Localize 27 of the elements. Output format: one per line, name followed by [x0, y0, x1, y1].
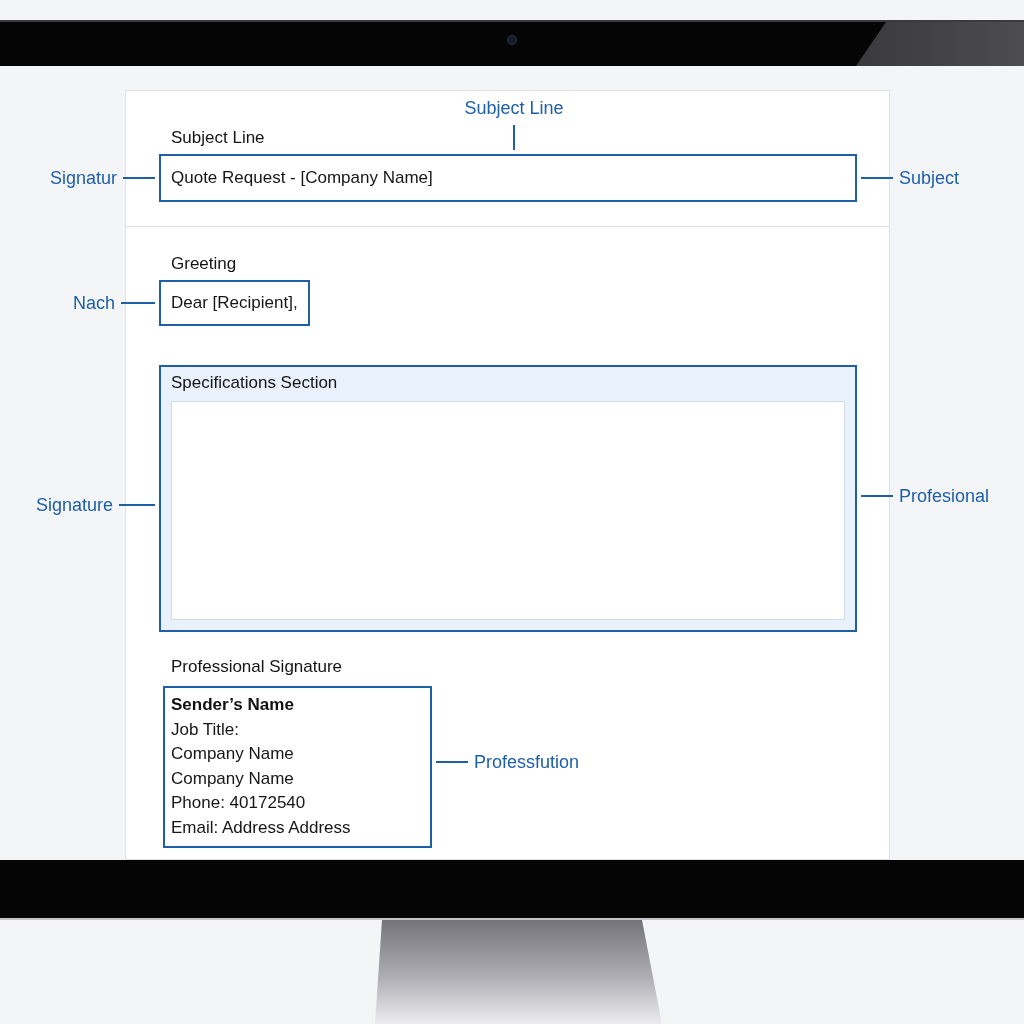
callout-label: Subject	[899, 167, 960, 189]
leader-line	[122, 177, 156, 179]
callout-label: Professfution	[474, 751, 580, 773]
leader-line	[860, 495, 894, 497]
signature-line: Company Name	[171, 743, 294, 766]
leader-line	[860, 177, 894, 179]
callout-label: Signature	[35, 494, 113, 516]
specifications-panel	[159, 365, 857, 632]
input-field: Quote Request - [Company Name]	[159, 154, 857, 202]
section-heading: Specifications Section	[171, 373, 338, 393]
callout-label: Profesional	[899, 485, 990, 507]
signature-line: Email: Address Address	[171, 816, 351, 839]
signature-line: Company Name	[171, 767, 294, 790]
signature-line: Sender’s Name	[171, 694, 294, 716]
callout-label: Nach	[72, 292, 115, 314]
input-field: Dear [Recipient],	[159, 280, 310, 326]
field-label: Subject Line	[171, 128, 265, 148]
leader-line	[120, 302, 156, 304]
field-label: Greeting	[171, 254, 237, 274]
callout-label: Subject Line	[464, 97, 564, 119]
leader-line	[118, 504, 156, 506]
leader-line	[513, 124, 515, 151]
section-label: Professional Signature	[171, 656, 343, 678]
signature-line: Job Title:	[171, 718, 240, 741]
callout-label: Signatur	[49, 167, 117, 189]
leader-line	[435, 761, 469, 763]
signature-line: Phone: 40172540	[171, 792, 306, 815]
